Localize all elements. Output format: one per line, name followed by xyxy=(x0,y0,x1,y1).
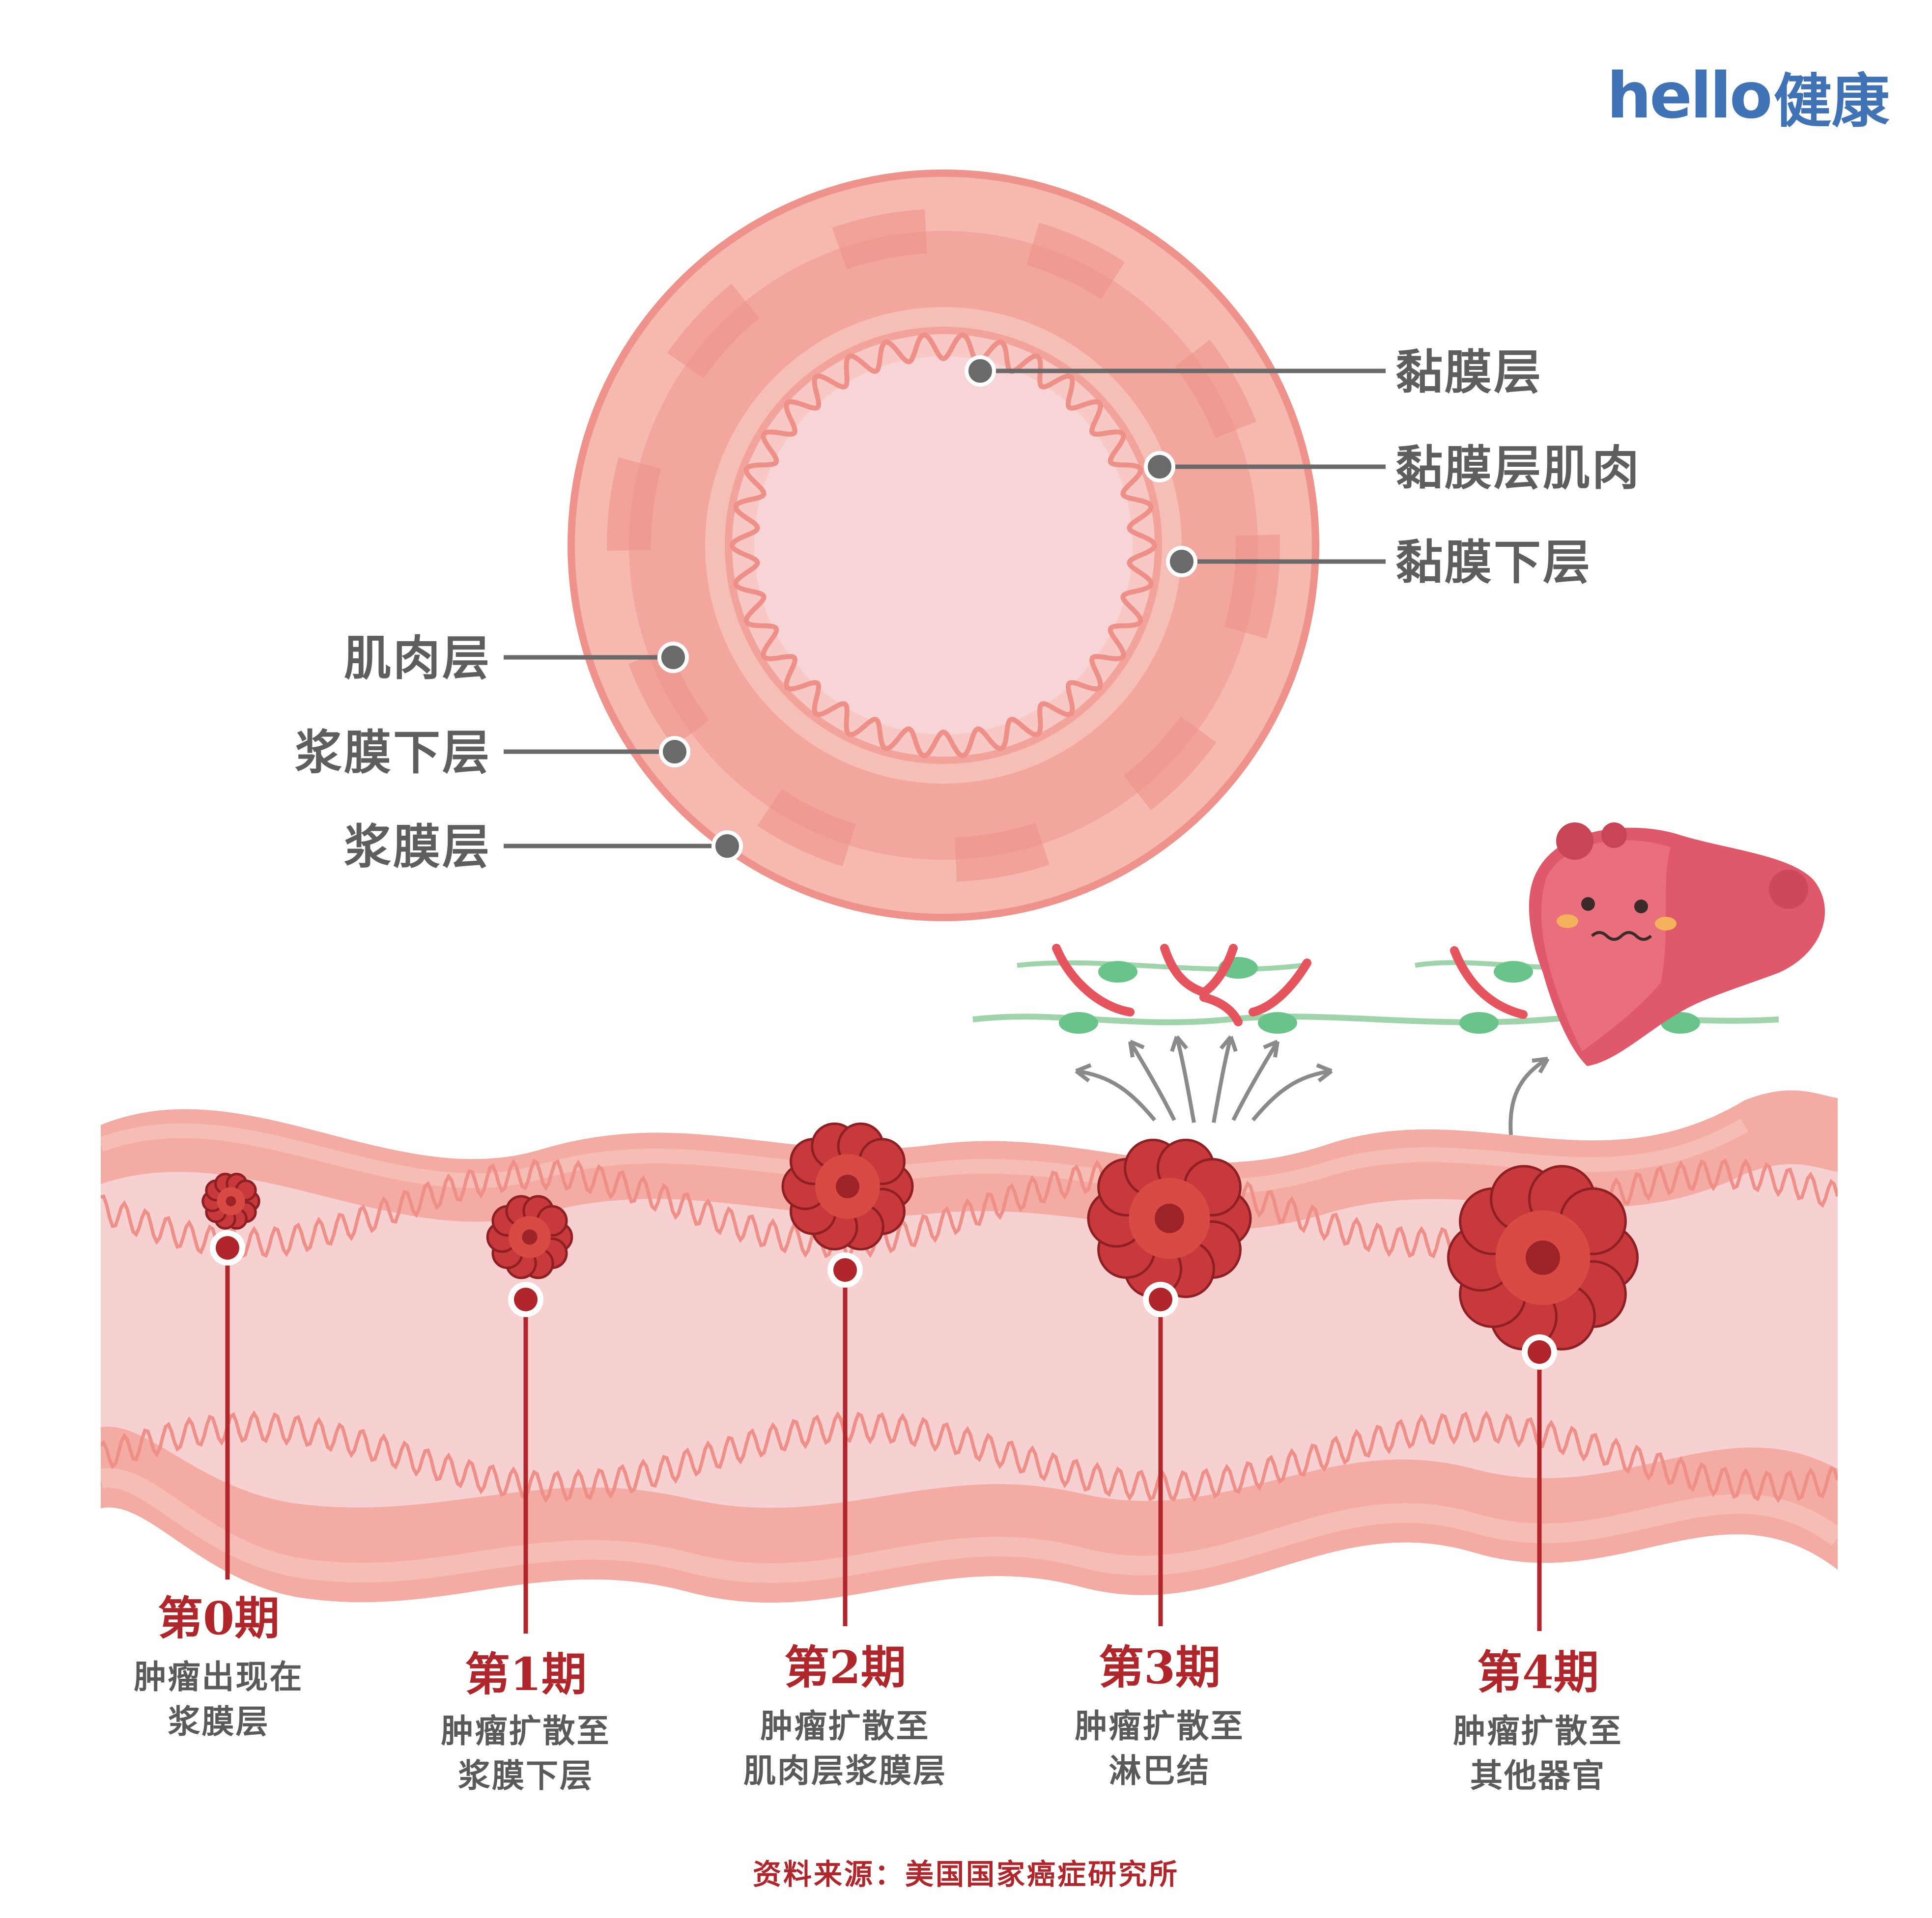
label-muscle-layer: 肌肉层 xyxy=(344,631,491,686)
villi-loop xyxy=(729,332,1158,759)
logo-cn: 健康 xyxy=(1773,67,1890,135)
tumor-1 xyxy=(486,1195,573,1279)
label-mucosa: 黏膜层 xyxy=(1395,345,1543,400)
villi xyxy=(729,332,1158,759)
stage-pin-3 xyxy=(1143,1282,1178,1626)
lumen xyxy=(754,356,1133,734)
stage-pin-1 xyxy=(508,1282,543,1634)
liver-character xyxy=(1529,822,1825,1066)
label-subserosa: 浆膜下层 xyxy=(295,725,491,780)
strip-villi-line xyxy=(101,1410,1838,1503)
stage-1-desc: 肿瘤扩散至 浆膜下层 xyxy=(441,1712,611,1795)
tumor-4 xyxy=(1447,1165,1639,1351)
stage-3-title: 第3期 xyxy=(1098,1641,1221,1694)
tumor-0 xyxy=(201,1173,260,1230)
stage-pin-2 xyxy=(827,1252,863,1626)
stage-4-desc: 肿瘤扩散至 其他器官 xyxy=(1453,1712,1623,1795)
stage-4-title: 第4期 xyxy=(1477,1646,1599,1699)
stage-2-title: 第2期 xyxy=(784,1641,907,1694)
logo-latin: hello xyxy=(1607,59,1773,133)
label-serosa: 浆膜层 xyxy=(344,819,491,874)
spread-arrows xyxy=(1075,1035,1550,1135)
stage-3-desc: 肿瘤扩散至 淋巴结 xyxy=(1075,1707,1245,1790)
tumors xyxy=(201,1122,1639,1351)
colon-cross-section xyxy=(568,169,1319,921)
stage-0-title: 第0期 xyxy=(157,1592,280,1645)
stage-1-title: 第1期 xyxy=(464,1648,587,1701)
label-submucosa: 黏膜下层 xyxy=(1395,535,1592,590)
label-muscularis-mucosae: 黏膜层肌肉 xyxy=(1395,441,1641,496)
stage-0-desc: 肿瘤出现在 浆膜层 xyxy=(134,1658,304,1741)
tumor-2 xyxy=(781,1122,914,1251)
stage-pins xyxy=(210,1230,1557,1634)
cross-section-leaders xyxy=(504,355,1386,862)
stage-pin-0 xyxy=(210,1230,245,1580)
source-citation: 资料来源：美国国家癌症研究所 xyxy=(752,1858,1179,1891)
stage-2-desc: 肿瘤扩散至 肌肉层浆膜层 xyxy=(743,1707,947,1790)
stage-pin-4 xyxy=(1522,1334,1557,1631)
hello-health-logo: hello 健康 xyxy=(1607,56,1890,135)
tumor-3 xyxy=(1087,1138,1252,1298)
